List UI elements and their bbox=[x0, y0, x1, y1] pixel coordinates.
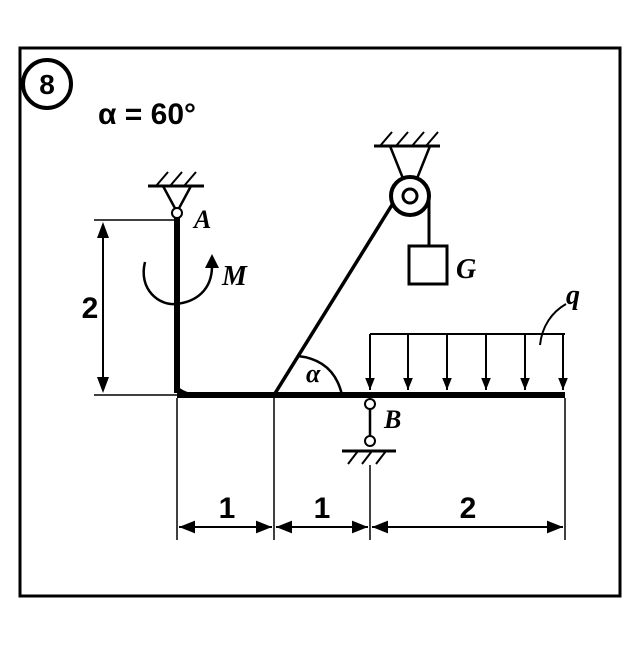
rigid-joint bbox=[174, 378, 192, 393]
label-weight: G bbox=[456, 254, 476, 285]
label-point-b: B bbox=[383, 405, 401, 434]
moment-arrow bbox=[142, 254, 219, 306]
figure-number: 8 bbox=[39, 69, 55, 100]
support-a bbox=[148, 171, 204, 219]
horizontal-dimensions bbox=[176, 398, 566, 540]
dim-seg2-label: 1 bbox=[314, 492, 331, 525]
inclined-rope bbox=[272, 191, 402, 396]
dim-height-label: 2 bbox=[82, 292, 99, 325]
label-point-a: A bbox=[192, 205, 211, 234]
height-dimension bbox=[94, 219, 177, 396]
figure-number-badge: 8 bbox=[21, 58, 73, 110]
frame-border bbox=[18, 46, 622, 598]
weight-block bbox=[407, 244, 449, 286]
label-angle: α bbox=[306, 359, 321, 388]
angle-arc bbox=[297, 354, 344, 396]
distributed-load bbox=[365, 303, 568, 390]
dim-seg1-label: 1 bbox=[219, 492, 236, 525]
label-load: q bbox=[566, 280, 580, 311]
label-moment: M bbox=[221, 261, 248, 292]
pulley-wheel bbox=[389, 175, 431, 217]
dim-seg3-label: 2 bbox=[460, 492, 477, 525]
support-b bbox=[342, 398, 396, 465]
angle-given-text: α = 60° bbox=[98, 98, 196, 131]
